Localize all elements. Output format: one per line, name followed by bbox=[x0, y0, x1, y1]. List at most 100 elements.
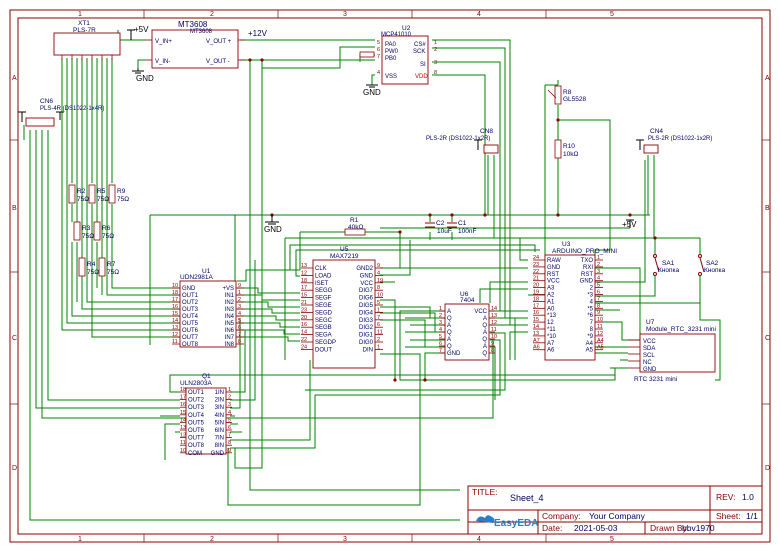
svg-text:7: 7 bbox=[377, 54, 380, 60]
u1-pin-right-2: IN2 bbox=[225, 300, 235, 306]
sa1-ref: SA1 bbox=[662, 260, 675, 267]
u5-pinnum-right-0: 9 bbox=[377, 263, 380, 269]
q1-pin-left-1: OUT2 bbox=[188, 398, 205, 404]
c1-ref: C1 bbox=[458, 220, 467, 227]
zone-col-1-bottom: 1 bbox=[78, 536, 82, 543]
gnd-symbol-u2: GND bbox=[363, 84, 381, 97]
sa2-ref: SA2 bbox=[706, 260, 719, 267]
q1-pin-left-5: OUT6 bbox=[188, 428, 205, 434]
zone-row-a-right: A bbox=[765, 75, 770, 82]
q1-pinnum-left-0: 18 bbox=[180, 387, 186, 393]
u3-pinnum-left-2: 22 bbox=[533, 269, 539, 275]
r7-ref: R7 bbox=[107, 261, 116, 268]
zone-row-d: D bbox=[12, 465, 17, 472]
u3-pin-left-5: A2 bbox=[547, 293, 555, 299]
u5-pin-right-6: DIG4 bbox=[359, 310, 374, 316]
net-5v-label-2: +5V bbox=[622, 220, 637, 229]
r3-value: 75Ω bbox=[82, 233, 94, 240]
u3-pin-left-4: A3 bbox=[547, 286, 555, 292]
u5-pinnum-right-7: 7 bbox=[377, 315, 380, 321]
u3-pin-right-1: RXI bbox=[583, 265, 593, 271]
u3-pinnum-right-1: 2 bbox=[597, 262, 600, 268]
u1-pin-left-1: OUT1 bbox=[182, 293, 199, 299]
u1-pin-left-3: OUT3 bbox=[182, 307, 199, 313]
u2-pin-pw0: PW0 bbox=[385, 49, 399, 55]
u3-pin-right-11: *9 bbox=[587, 334, 593, 340]
u1-pin-right-1: IN1 bbox=[225, 293, 235, 299]
zone-col-2: 2 bbox=[210, 11, 214, 18]
cn4-value: PLS-2R (DS1022-1x2R) bbox=[648, 136, 712, 142]
c2-ref: C2 bbox=[436, 220, 445, 227]
q1-ref: Q1 bbox=[202, 373, 211, 380]
u1-pin-right-6: IN6 bbox=[225, 328, 235, 334]
u3-pin-right-3: GND bbox=[580, 279, 594, 285]
q1-pin-left-8: COM bbox=[188, 451, 202, 457]
u5-pinnum-left-7: 20 bbox=[301, 315, 307, 321]
r9-ref: R9 bbox=[117, 188, 126, 195]
rev-label: REV: bbox=[716, 492, 736, 502]
u3-pin-left-7: A0 bbox=[547, 306, 555, 312]
u5-pinnum-left-1: 12 bbox=[301, 270, 307, 276]
zone-row-c: C bbox=[12, 335, 17, 342]
u6-pin-right-4: Q bbox=[482, 337, 487, 343]
svg-text:4: 4 bbox=[377, 70, 380, 76]
u1-pin-left-8: OUT8 bbox=[182, 342, 199, 348]
q1-pinnum-left-8: 10 bbox=[180, 448, 186, 454]
title-value: Sheet_4 bbox=[510, 493, 544, 503]
u3-pinnum-left-1: 23 bbox=[533, 262, 539, 268]
u5-pinnum-left-6: 23 bbox=[301, 307, 307, 313]
u5-pinnum-left-2: 18 bbox=[301, 278, 307, 284]
u5-value: MAX7219 bbox=[330, 253, 359, 260]
u5-pin-left-10: SEGDP bbox=[315, 340, 336, 346]
mt3608-module: V_IN+ V_IN- V_OUT + V_OUT - MT3608 MT360… bbox=[145, 20, 245, 69]
resistor-r4: R4 75Ω bbox=[78, 257, 99, 277]
u3-pinnum-left-8: 16 bbox=[533, 310, 539, 316]
q1-pin-left-3: OUT4 bbox=[188, 413, 205, 419]
c1-value: 100nF bbox=[458, 228, 476, 235]
u1-pin-left-4: OUT4 bbox=[182, 314, 199, 320]
u1-pinnum-right-0: 9 bbox=[238, 283, 241, 289]
u5-pinnum-right-9: 11 bbox=[377, 330, 383, 336]
zone-row-b: B bbox=[12, 205, 17, 212]
q1-uln2803a: Q1 ULN2803A OUT118OUT217OUT316OUT415OUT5… bbox=[180, 373, 232, 457]
net-5v-label-1: +5V bbox=[134, 25, 149, 34]
q1-pin-right-1: 2IN bbox=[215, 398, 224, 404]
u5-pinnum-left-11: 24 bbox=[301, 344, 307, 350]
cn6-value: PLS-4R (DS1022-1x4R) bbox=[40, 106, 104, 112]
q1-pin-left-2: OUT3 bbox=[188, 405, 205, 411]
u7-pin-sda: SDA bbox=[643, 346, 655, 352]
u5-pinnum-right-3: 8 bbox=[377, 285, 380, 291]
u1-pin-right-7: IN7 bbox=[225, 335, 235, 341]
r2-ref: R2 bbox=[77, 188, 86, 195]
u3-pin-right-4: 2 bbox=[590, 286, 594, 292]
u1-pinnum-right-6: 6 bbox=[238, 325, 241, 331]
u3-pinnum-right-7: 8 bbox=[597, 303, 600, 309]
svg-text:3: 3 bbox=[434, 60, 437, 66]
q1-pinnum-left-5: 13 bbox=[180, 425, 186, 431]
u3-pinnum-right-6: 7 bbox=[597, 296, 600, 302]
u5-pinnum-left-3: 17 bbox=[301, 285, 307, 291]
u5-pinnum-right-11: 1 bbox=[377, 344, 380, 350]
u3-pin-left-0: RAW bbox=[547, 258, 561, 264]
u2-pin-sck: SCK bbox=[413, 49, 425, 55]
u7-pin-scl: SCL bbox=[643, 353, 655, 359]
u3-pinnum-right-3: 4 bbox=[597, 276, 600, 282]
svg-text:5: 5 bbox=[377, 40, 380, 46]
u3-pin-left-9: 12 bbox=[547, 320, 554, 326]
u1-pinnum-left-1: 18 bbox=[172, 290, 178, 296]
u5-pinnum-right-10: 2 bbox=[377, 337, 380, 343]
resistor-r3: R3 75Ω bbox=[73, 221, 94, 241]
resistor-r7: R7 75Ω bbox=[98, 257, 119, 277]
button-sa1: SA1 Кнопка bbox=[653, 254, 679, 276]
u5-pin-right-7: DIG3 bbox=[359, 318, 374, 324]
u5-pinnum-left-0: 13 bbox=[301, 263, 307, 269]
u3-pin-left-8: *13 bbox=[547, 313, 557, 319]
u2-mcp41010: U2 MCP41010 PA0 PW0 PB0 VSS CS# SCK SI V… bbox=[377, 25, 437, 85]
u3-pinnum-right-9: 10 bbox=[597, 317, 603, 323]
q1-pinnum-right-6: 7 bbox=[228, 433, 231, 439]
svg-text:8: 8 bbox=[434, 70, 437, 76]
u6-pin-left-6: GND bbox=[447, 351, 461, 357]
q1-pinnum-left-6: 12 bbox=[180, 433, 186, 439]
rev-value: 1.0 bbox=[742, 492, 754, 502]
